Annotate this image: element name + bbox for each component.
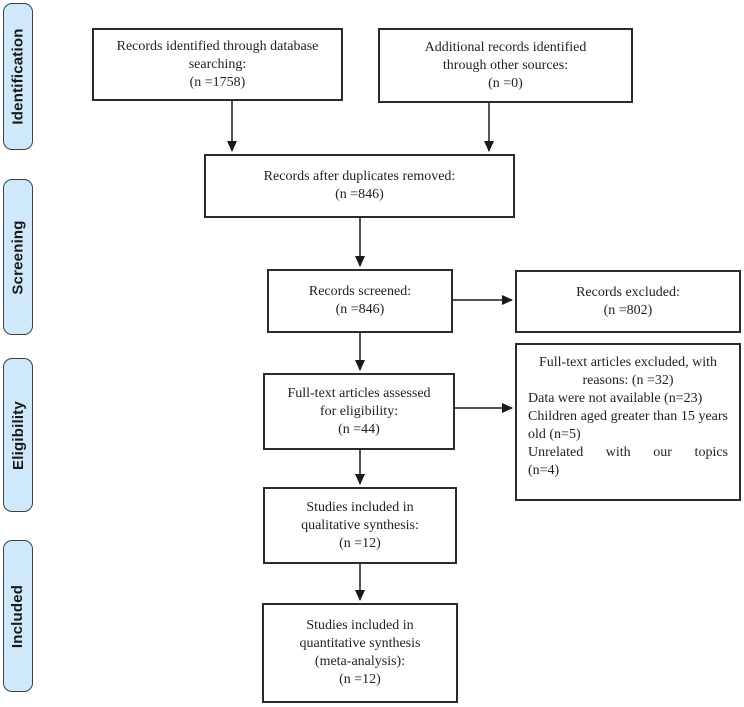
exclusion-reason: Unrelated with our topics (n=4) bbox=[528, 445, 728, 478]
box-records-identified-database: Records identified through database sear… bbox=[92, 28, 343, 101]
stage-label: Identification bbox=[9, 28, 27, 125]
box-text-header: Full-text articles excluded, with reason… bbox=[538, 355, 718, 388]
box-fulltext-assessed: Full-text articles assessed for eligibil… bbox=[263, 373, 455, 450]
box-text: Additional records identified through ot… bbox=[424, 39, 587, 91]
box-text: Studies included in quantitative synthes… bbox=[299, 618, 421, 687]
stage-included: Included bbox=[3, 540, 33, 692]
box-records-screened: Records screened: (n =846) bbox=[267, 269, 453, 333]
box-records-after-duplicates: Records after duplicates removed: (n =84… bbox=[204, 154, 515, 218]
box-records-identified-other: Additional records identified through ot… bbox=[378, 28, 633, 103]
box-text: Records screened: (n =846) bbox=[308, 284, 412, 317]
stage-screening: Screening bbox=[3, 179, 33, 335]
box-fulltext-excluded: Full-text articles excluded, with reason… bbox=[515, 343, 741, 501]
stage-label: Screening bbox=[9, 219, 27, 295]
exclusion-reason: Data were not available (n=23) bbox=[528, 391, 703, 406]
box-qualitative-synthesis: Studies included in qualitative synthesi… bbox=[263, 487, 457, 564]
box-text: Full-text articles assessed for eligibil… bbox=[287, 385, 431, 437]
box-text: Studies included in qualitative synthesi… bbox=[301, 499, 419, 551]
stage-label: Eligibility bbox=[9, 400, 27, 470]
box-quantitative-synthesis: Studies included in quantitative synthes… bbox=[262, 603, 458, 703]
box-text: Records after duplicates removed: (n =84… bbox=[263, 169, 456, 202]
box-text: Records identified through database sear… bbox=[116, 38, 319, 90]
stage-eligibility: Eligibility bbox=[3, 358, 33, 512]
stage-label: Included bbox=[9, 584, 27, 648]
exclusion-reason: Children aged greater than 15 years old … bbox=[528, 409, 728, 442]
box-records-excluded: Records excluded: (n =802) bbox=[515, 270, 741, 333]
box-text: Records excluded: (n =802) bbox=[576, 284, 680, 318]
stage-identification: Identification bbox=[3, 3, 33, 150]
